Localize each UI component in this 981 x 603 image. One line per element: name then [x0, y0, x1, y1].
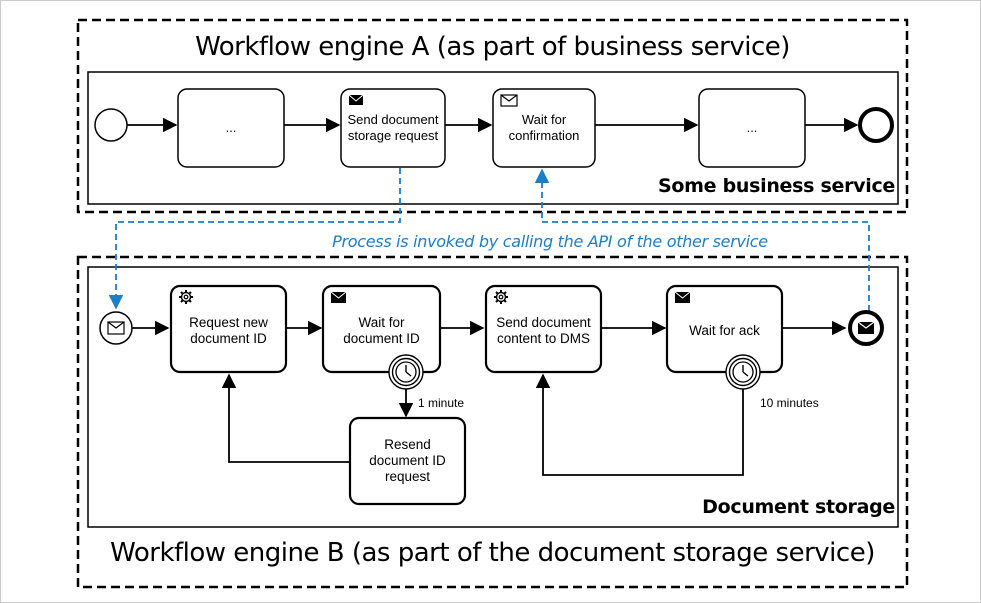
retry-flow — [535, 373, 744, 476]
send-message-icon-flap — [348, 94, 364, 102]
task-wait-id — [321, 284, 442, 374]
envelope-icon-flap — [107, 321, 125, 329]
document-storage-pool — [87, 266, 899, 528]
task-wait-ack — [665, 284, 784, 374]
message-flow-confirmation — [534, 168, 870, 311]
business-service-pool — [87, 71, 899, 205]
receive-message-icon-flap — [500, 94, 518, 102]
task-send-request-label: Send document storage request — [347, 112, 439, 143]
start-event — [94, 108, 128, 142]
task-resend — [348, 416, 467, 506]
message-task-icon-flap — [674, 291, 691, 299]
retry-flow — [221, 373, 350, 463]
task-request-id — [169, 284, 288, 374]
task-send-content-label: Send document content to DMS — [496, 314, 591, 346]
task-request-id-label: Request new document ID — [189, 314, 268, 346]
timer-1-label: 1 minute — [418, 396, 465, 410]
task-wait-confirmation — [492, 88, 596, 168]
send-message-icon — [349, 95, 363, 105]
engine-b-title: Workflow engine B (as part of the docume… — [110, 538, 875, 568]
clock-hand — [742, 371, 749, 377]
task-placeholder-1 — [177, 88, 285, 168]
engine-b-boundary — [76, 255, 909, 589]
task-wait-ack-label: Wait for ack — [689, 322, 760, 338]
engine-a-title: Workflow engine A (as part of business s… — [195, 32, 790, 62]
message-task-icon-flap — [330, 291, 347, 299]
task-send-request — [340, 88, 446, 168]
task-placeholder-1-label: ... — [225, 120, 237, 136]
business-service-label: Some business service — [658, 175, 895, 197]
end-event — [858, 107, 894, 143]
clock-hand — [405, 371, 412, 377]
envelope-icon-flap — [857, 321, 875, 329]
engine-a-boundary — [76, 18, 909, 214]
task-send-content — [484, 284, 603, 374]
task-placeholder-2-label: ... — [746, 120, 758, 136]
task-wait-confirmation-label: Wait for confirmation — [508, 112, 580, 143]
task-resend-label: Resend document ID request — [369, 436, 446, 485]
message-flow-send-request — [108, 168, 401, 310]
document-storage-label: Document storage — [702, 496, 895, 518]
task-placeholder-2 — [698, 88, 806, 168]
timer-2-label: 10 minutes — [760, 396, 819, 410]
invocation-note: Process is invoked by calling the API of… — [332, 232, 768, 251]
task-wait-id-label: Wait for document ID — [343, 314, 420, 346]
